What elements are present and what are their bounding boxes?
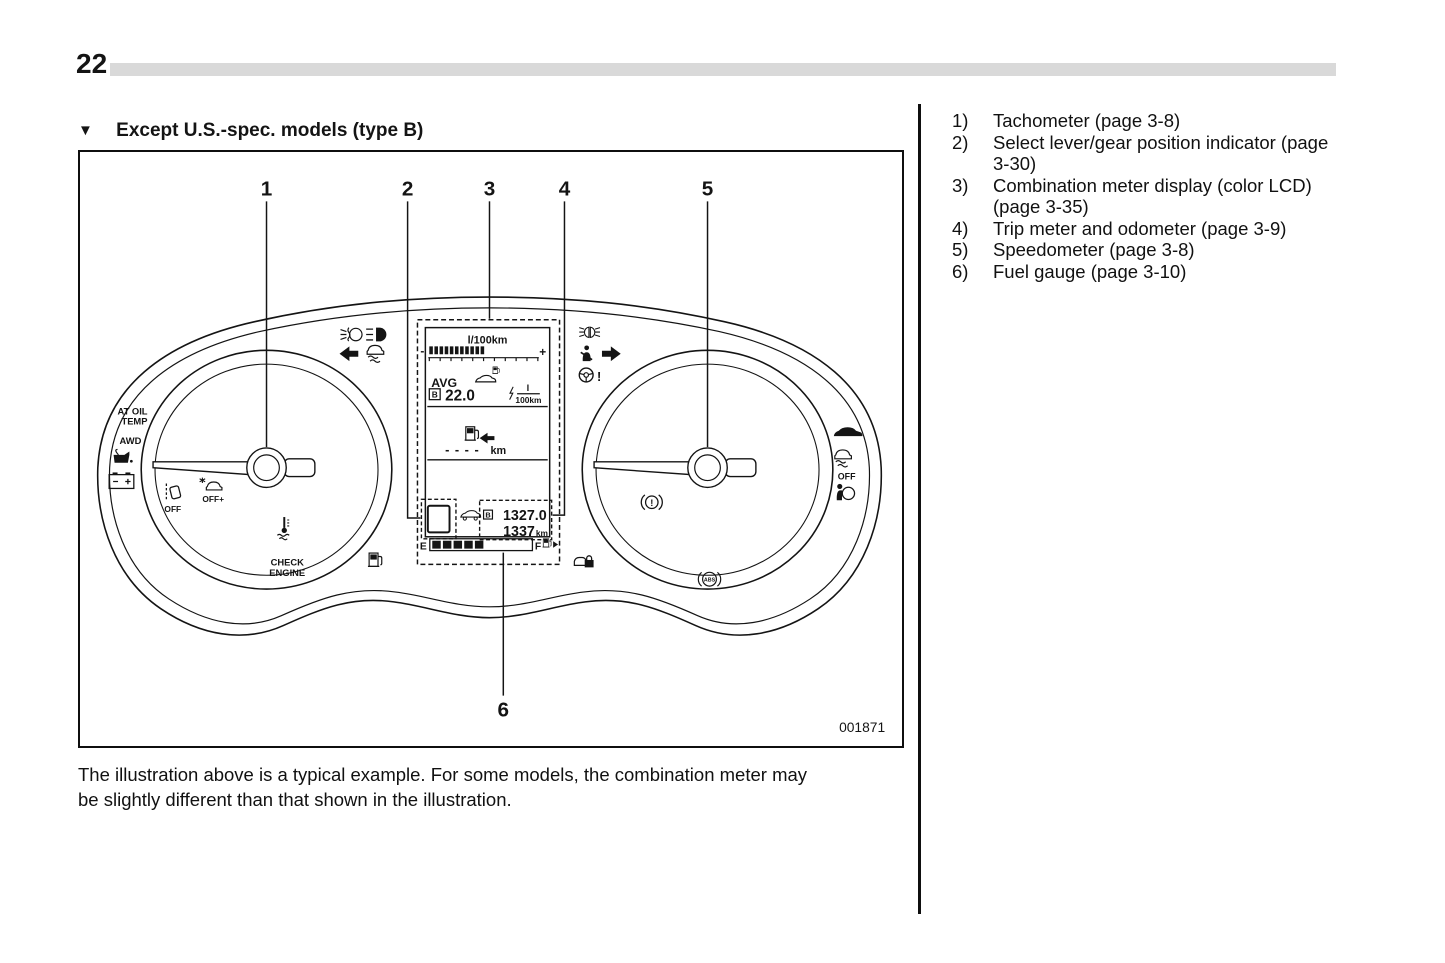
- turn-left-icon: [339, 346, 359, 362]
- lcd-bar-minus: -: [420, 344, 424, 358]
- fuel-empty-label: E: [420, 542, 427, 553]
- brake-warning-icon: !: [640, 494, 663, 511]
- avg-car-icon: [474, 366, 500, 383]
- callout-4: 4: [559, 177, 571, 200]
- vdc-off-right-icon: OFF: [834, 449, 856, 482]
- at-oil-temp-label-1: AT OIL: [118, 406, 148, 416]
- legend-item-1: 1) Tachometer (page 3-8): [952, 110, 1340, 132]
- legend-item-number: 6): [952, 260, 969, 282]
- range-fuel-pump-icon: [464, 426, 495, 444]
- legend-item-text: Combination meter display (color LCD) (p…: [993, 174, 1312, 218]
- lcd-range-unit: km: [490, 445, 506, 457]
- figure-box: 1 2 3 4 5 6 l/100km -: [78, 150, 904, 748]
- odometer-value: 1337: [503, 524, 535, 540]
- vdc-indicator-icon: [366, 344, 385, 363]
- lane-departure-off-icon: OFF: [164, 483, 182, 514]
- front-fog-light-icon: [340, 327, 363, 342]
- security-icon: [573, 555, 594, 568]
- legend-item-text: Trip meter and odometer (page 3-9): [993, 217, 1287, 239]
- high-beam-icon: [366, 327, 387, 342]
- lcd-frac-top: l: [527, 383, 530, 393]
- callout-1: 1: [261, 177, 273, 200]
- lcd-avg-value: 22.0: [445, 388, 475, 405]
- battery-icon: [108, 472, 135, 490]
- callout-leader-lines: [265, 201, 709, 696]
- legend-item-number: 2): [952, 131, 969, 153]
- legend-item-number: 1): [952, 110, 969, 131]
- airbag-icon: [836, 483, 856, 501]
- section-marker-icon: ▼: [78, 122, 93, 139]
- check-engine-label-1: CHECK: [271, 557, 305, 567]
- callout-5: 5: [702, 177, 714, 200]
- b-trip-badge-letter: B: [432, 390, 438, 400]
- fuel-gauge: E F: [420, 538, 559, 553]
- car-warning-icon: [833, 427, 863, 437]
- trip-meter-value: 1327.0: [503, 508, 547, 524]
- callout-6: 6: [498, 698, 510, 721]
- tachometer-needle: [152, 447, 316, 489]
- legend-list: 1) Tachometer (page 3-8) 2) Select lever…: [952, 110, 1340, 282]
- consumption-bar: [429, 346, 485, 355]
- abs-label: ABS: [704, 577, 716, 583]
- seatbelt-warning-icon: [580, 345, 593, 362]
- legend-item-number: 5): [952, 239, 969, 260]
- callout-3: 3: [484, 177, 496, 200]
- lcd-display: l/100km - + AVG B: [416, 318, 561, 566]
- abs-icon: ABS: [697, 571, 722, 587]
- tail-light-icon: [579, 326, 601, 339]
- lcd-avg-label: AVG: [431, 376, 457, 390]
- callout-numbers: 1 2 3 4 5 6: [261, 177, 714, 721]
- legend-item-number: 3): [952, 174, 969, 196]
- gear-position-box: [420, 498, 457, 540]
- at-oil-temp-label-2: TEMP: [121, 416, 147, 426]
- legend-item-4: 4) Trip meter and odometer (page 3-9): [952, 218, 1340, 240]
- lcd-consumption-unit: l/100km: [468, 334, 508, 346]
- legend-item-3: 3) Combination meter display (color LCD)…: [952, 175, 1340, 218]
- lcd-frac-bottom: 100km: [515, 395, 541, 405]
- odometer-car-icon: [460, 510, 482, 521]
- steering-warning-icon: !: [578, 367, 601, 384]
- awd-label: AWD: [120, 436, 142, 446]
- legend-item-6: 6) Fuel gauge (page 3-10): [952, 261, 1340, 283]
- legend-item-number: 4): [952, 217, 969, 239]
- oil-pressure-icon: [113, 448, 133, 463]
- legend-item-5: 5) Speedometer (page 3-8): [952, 239, 1340, 261]
- coolant-temp-icon: [276, 517, 290, 541]
- fuel-full-label: F: [535, 542, 541, 553]
- odometer-unit: km: [536, 528, 548, 538]
- vdc-off-icon: OFF+: [199, 477, 224, 504]
- b-odo-badge-letter: B: [485, 511, 490, 520]
- turn-right-icon: [601, 346, 621, 362]
- legend-item-text: Fuel gauge (page 3-10): [993, 260, 1187, 282]
- lcd-range-dashes: - - - -: [445, 442, 480, 457]
- section-heading: ▼ Except U.S.-spec. models (type B): [78, 120, 908, 142]
- page-number: 22: [76, 48, 108, 79]
- legend-item-text: Tachometer (page 3-8): [993, 110, 1181, 131]
- lcd-bar-plus: +: [539, 345, 546, 359]
- odometer-display: B 1327.0 1337 km: [478, 499, 553, 541]
- check-engine-label-2: ENGINE: [269, 568, 305, 578]
- legend-item-text: Select lever/gear position indicator (pa…: [993, 131, 1329, 175]
- section-title: Except U.S.-spec. models (type B): [116, 120, 424, 141]
- figure-caption: The illustration above is a typical exam…: [78, 764, 808, 810]
- fuel-pump-icon: [367, 552, 383, 567]
- brake-excl: !: [650, 498, 653, 508]
- vdc-off-left-label: OFF+: [202, 494, 224, 504]
- legend-item-text: Speedometer (page 3-8): [993, 239, 1195, 260]
- column-divider: [918, 104, 921, 914]
- fuel-filler-side-arrow-icon: [553, 541, 559, 548]
- legend-item-2: 2) Select lever/gear position indicator …: [952, 132, 1340, 175]
- header-bar: [110, 63, 1336, 76]
- steering-excl: !: [597, 369, 601, 384]
- cluster-illustration: 1 2 3 4 5 6 l/100km -: [96, 177, 885, 735]
- callout-2: 2: [402, 177, 414, 200]
- cluster-outline: [96, 296, 883, 636]
- speedometer-needle: [593, 447, 757, 489]
- figure-code: 001871: [839, 719, 885, 735]
- lane-off-label: OFF: [164, 504, 181, 514]
- vdc-off-right-label: OFF: [838, 472, 856, 482]
- b-trip-badge: [428, 388, 441, 401]
- fuel-flow-icon: [509, 386, 514, 400]
